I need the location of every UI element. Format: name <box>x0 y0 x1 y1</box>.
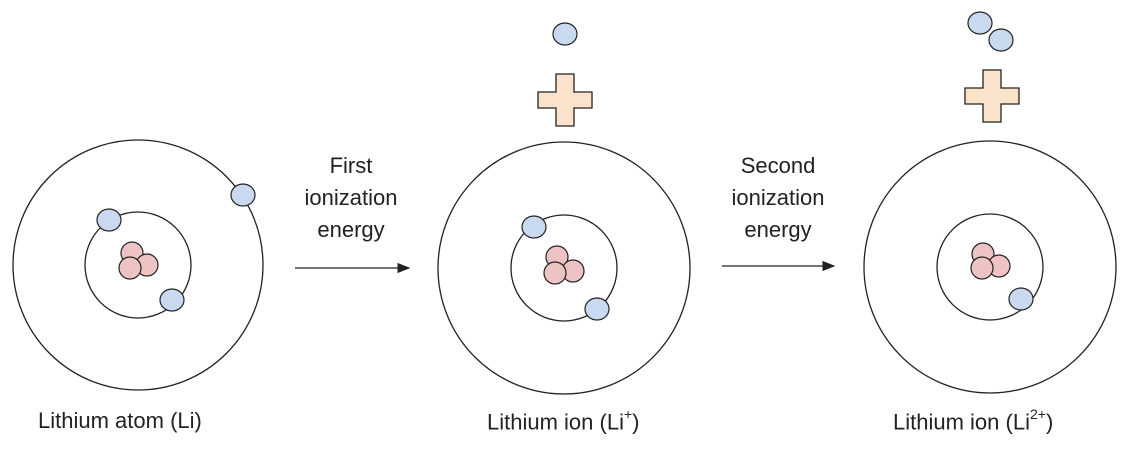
outer-shell <box>437 141 691 395</box>
caption-lithium-ion-2plus: Lithium ion (Li2+) <box>893 406 1054 435</box>
electron <box>1008 287 1034 311</box>
electron <box>159 288 185 312</box>
lithium-ion-plus-model <box>437 141 691 395</box>
plus-charge-icon <box>964 69 1020 123</box>
nucleus-particle <box>543 261 567 285</box>
lithium-atom-model <box>12 139 264 391</box>
released-electron-group <box>537 22 593 127</box>
nucleus <box>543 245 585 285</box>
free-electron <box>967 11 993 35</box>
step-label-line: ionization <box>304 185 398 210</box>
electron <box>96 208 122 232</box>
nucleus <box>118 241 159 280</box>
inner-shell <box>84 211 192 319</box>
caption-name: Lithium ion <box>893 409 1000 435</box>
second-ionization-label: Second ionization energy <box>723 150 833 246</box>
electron <box>230 183 256 207</box>
caption-symbol: Li <box>177 408 195 433</box>
released-electrons-group <box>964 11 1020 123</box>
outer-shell <box>12 139 264 391</box>
step-label-line: First <box>329 153 373 178</box>
nucleus-particle <box>970 256 994 280</box>
step-label-line: ionization <box>731 185 825 210</box>
caption-symbol: Li <box>606 409 624 435</box>
step-label-line: energy <box>317 217 385 242</box>
caption-name: Lithium ion <box>487 409 594 435</box>
caption-symbol: Li <box>1012 409 1030 435</box>
free-electron <box>988 28 1014 52</box>
charge-superscript: 2+ <box>1029 406 1046 422</box>
electron <box>521 215 547 239</box>
inner-shell <box>510 214 618 322</box>
free-electron <box>552 22 578 46</box>
plus-charge-icon <box>537 73 593 127</box>
step-label-line: energy <box>744 217 812 242</box>
caption-name: Lithium atom <box>38 408 164 433</box>
nucleus <box>970 242 1011 280</box>
electron <box>584 297 610 321</box>
step-label-line: Second <box>740 153 816 178</box>
first-ionization-label: First ionization energy <box>296 150 406 246</box>
caption-lithium-atom: Lithium atom (Li) <box>38 408 202 433</box>
outer-shell <box>863 140 1117 394</box>
nucleus-particle <box>118 256 142 280</box>
inner-shell <box>936 213 1044 321</box>
charge-superscript: + <box>623 406 633 422</box>
lithium-ion-2plus-model <box>863 140 1117 394</box>
caption-lithium-ion-plus: Lithium ion (Li+) <box>487 406 640 435</box>
